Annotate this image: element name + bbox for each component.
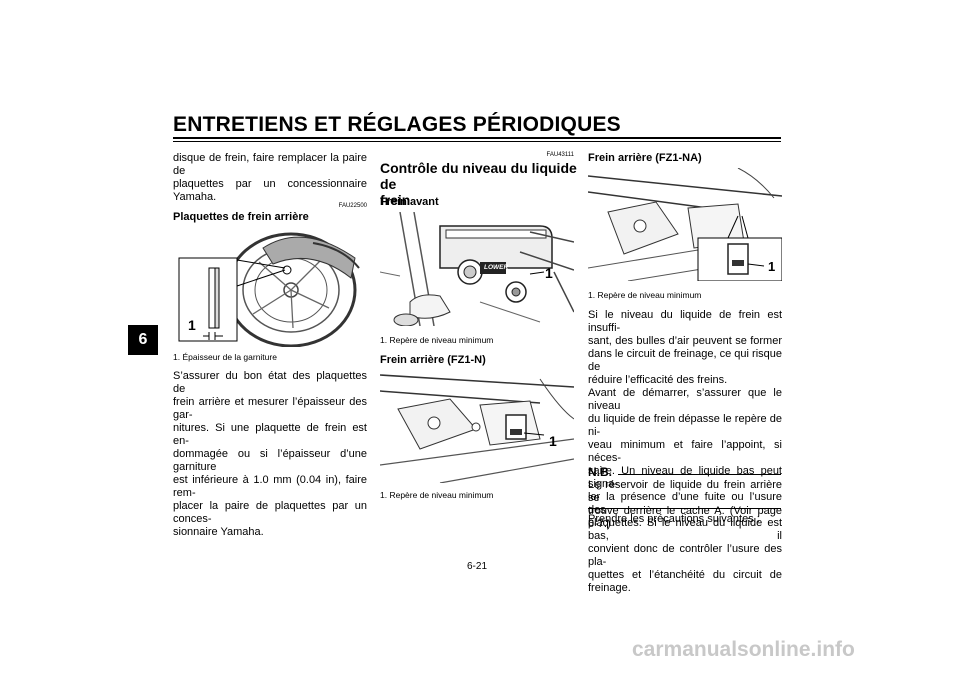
figure-callout: 1 xyxy=(545,265,553,281)
section-subtitle: Frein avant xyxy=(380,196,439,208)
figure-caption: 1. Repère de niveau minimum xyxy=(588,290,702,300)
text-line: plaquettes par un concessionnaire xyxy=(173,178,367,190)
text-line: S’assurer du bon état des plaquettes de xyxy=(173,370,367,395)
figure-caption: 1. Repère de niveau minimum xyxy=(380,335,494,345)
note-label: N.B. xyxy=(588,465,612,479)
text-line: convient donc de contrôler l’usure des p… xyxy=(588,543,782,568)
text-line: du liquide de frein dépasse le repère de… xyxy=(588,413,782,438)
rear-brake-pad-figure: 1 xyxy=(173,228,367,347)
text-line: dommagée ou si l’épaisseur d’une garnitu… xyxy=(173,448,367,473)
reference-code: FAU43111 xyxy=(546,152,574,158)
title-line: frein xyxy=(380,192,411,208)
reference-code: FAU22500 xyxy=(338,203,367,209)
section-subtitle: Frein arrière (FZ1-NA) xyxy=(588,152,702,164)
note-bottom-rule xyxy=(588,508,781,509)
text-line: dans le circuit de freinage, ce qui risq… xyxy=(588,348,782,373)
text-line: veau minimum et faire l’appoint, si néce… xyxy=(588,439,782,464)
rear-brake-reservoir-fz1na-figure: 1 xyxy=(588,168,782,281)
rear-brake-reservoir-fz1n-figure: 1 xyxy=(380,369,574,483)
text-line: placer la paire de plaquettes par un con… xyxy=(173,500,367,525)
text-line: quettes et l’étanchéité du circuit de fr… xyxy=(588,569,782,594)
page-number: 6-21 xyxy=(467,561,488,572)
text-line: frein arrière et mesurer l’épaisseur des… xyxy=(173,396,367,421)
section-subtitle: Plaquettes de frein arrière xyxy=(173,211,309,223)
col1-body: S’assurer du bon état des plaquettes de … xyxy=(173,370,367,539)
text-line: est inférieure à 1.0 mm (0.04 in), faire… xyxy=(173,474,367,499)
lower-mark: LOWER xyxy=(484,264,509,271)
figure-caption: 1. Repère de niveau minimum xyxy=(380,490,494,500)
page-title: ENTRETIENS ET RÉGLAGES PÉRIODIQUES xyxy=(173,113,621,136)
section-subtitle: Frein arrière (FZ1-N) xyxy=(380,354,486,366)
text-line: ler la présence d’une fuite ou l’usure d… xyxy=(588,491,782,516)
figure-callout: 1 xyxy=(768,259,776,274)
col1-intro: disque de frein, faire remplacer la pair… xyxy=(173,152,367,204)
text-line: Le réservoir de liquide du frein arrière… xyxy=(588,479,782,504)
watermark: carmanualsonline.info xyxy=(632,638,855,661)
header-rule-thin xyxy=(173,141,781,142)
chapter-tab: 6 xyxy=(128,325,158,355)
section-title: Contrôle du niveau du liquide de frein xyxy=(380,160,580,208)
text-line: Yamaha. xyxy=(173,191,217,203)
text-line: nitures. Si une plaquette de frein est e… xyxy=(173,422,367,447)
col3-body: Si le niveau du liquide de frein est ins… xyxy=(588,309,782,595)
after-note-text: Prendre les précautions suivantes : xyxy=(588,513,760,525)
text-line: disque de frein, faire remplacer la pair… xyxy=(173,152,367,177)
figure-callout: 1 xyxy=(549,433,557,449)
text-line: plaquettes. Si le niveau du liquide est … xyxy=(588,517,782,542)
text-line: réduire l’efficacité des freins. xyxy=(588,374,728,386)
text-line: Avant de démarrer, s’assurer que le nive… xyxy=(588,387,782,412)
text-line: sionnaire Yamaha. xyxy=(173,526,264,538)
front-brake-reservoir-figure: LOWER 1 xyxy=(380,212,574,326)
figure-callout: 1 xyxy=(188,317,196,333)
figure-caption: 1. Épaisseur de la garniture xyxy=(173,352,277,362)
title-line: Contrôle du niveau du liquide de xyxy=(380,160,577,192)
header-rule xyxy=(173,137,781,139)
text-line: sant, des bulles d’air peuvent se former xyxy=(588,335,782,347)
text-line: Si le niveau du liquide de frein est ins… xyxy=(588,309,782,334)
note-top-rule xyxy=(618,474,781,475)
